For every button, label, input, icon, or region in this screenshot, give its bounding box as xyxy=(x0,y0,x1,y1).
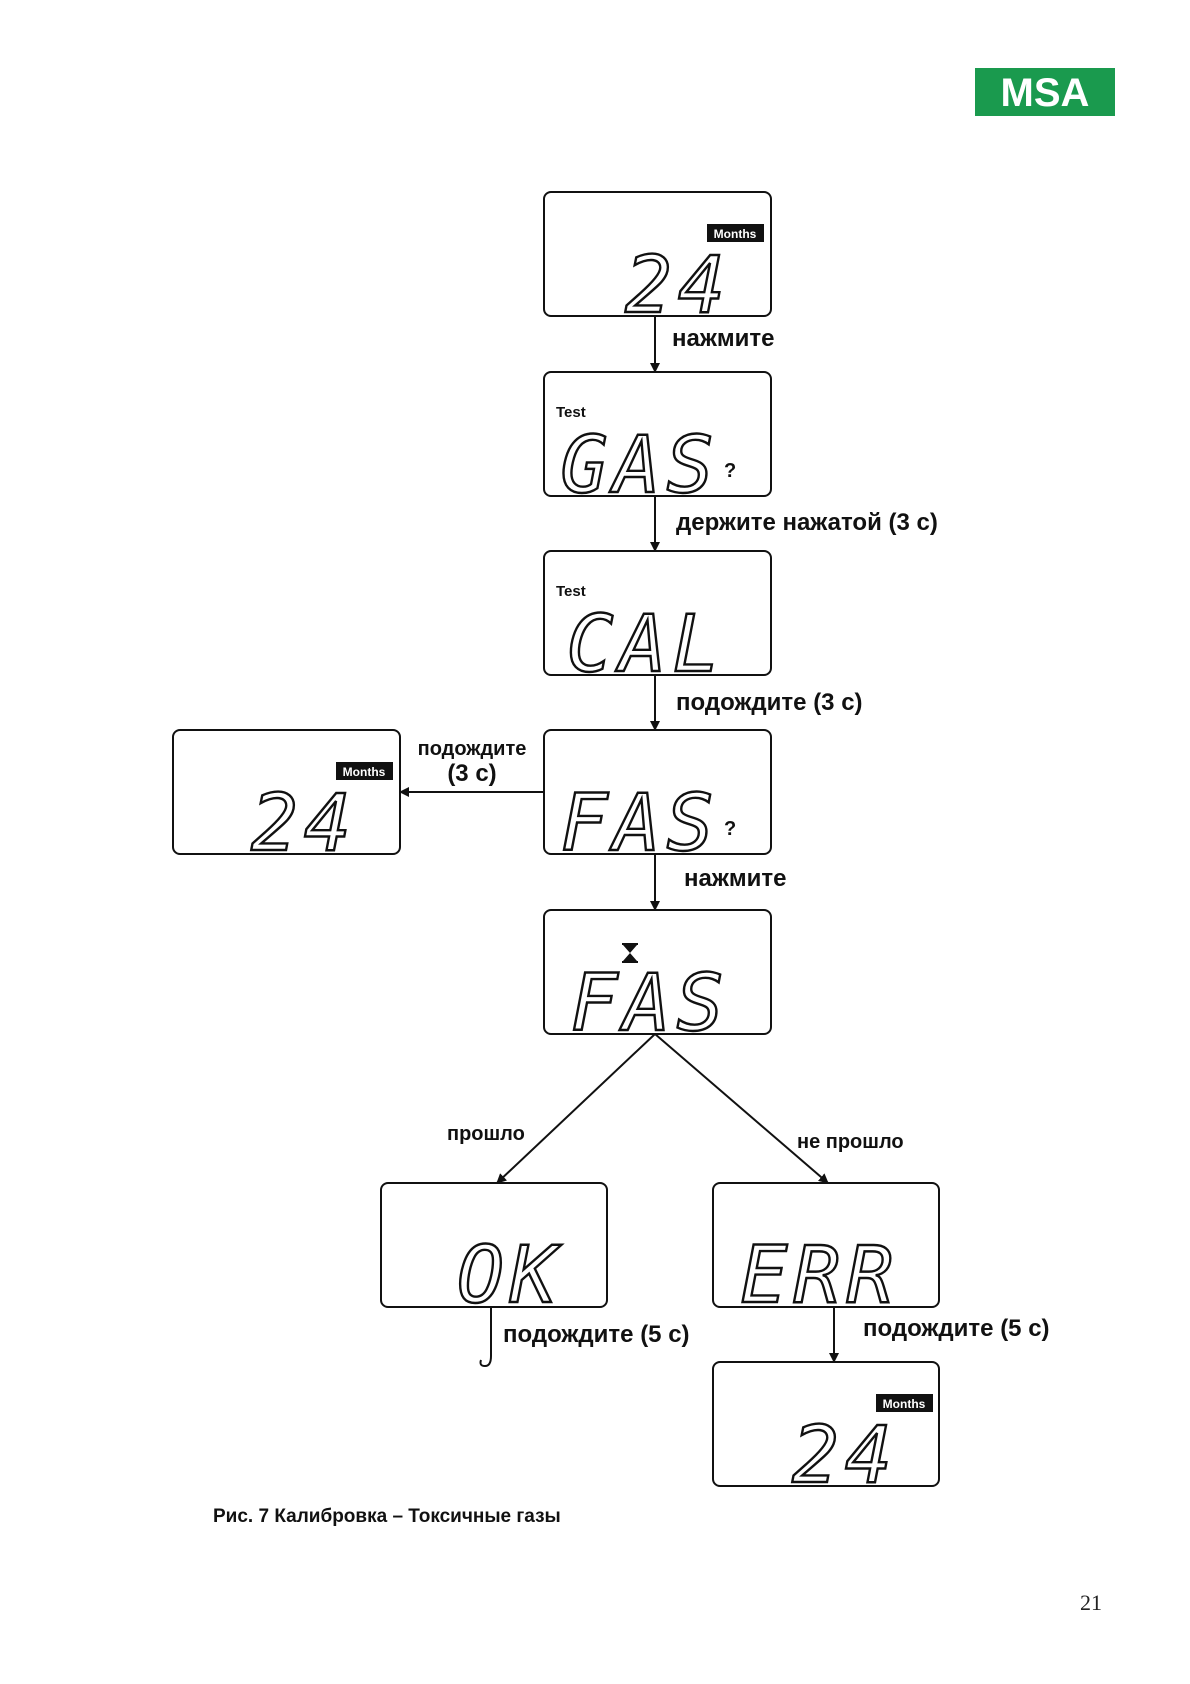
months-badge xyxy=(707,224,764,242)
label-fail: не прошло xyxy=(797,1131,904,1153)
page-number: 21 xyxy=(1080,1590,1102,1615)
display-ok: OK xyxy=(380,1182,608,1322)
figure-caption: Рис. 7 Калибровка – Токсичные газы xyxy=(213,1506,561,1527)
label-wait: подождите (3 с) xyxy=(676,689,863,716)
months-badge xyxy=(876,1394,933,1412)
msa-logo: MSA xyxy=(975,68,1115,116)
display-test-gas: Test GAS ? xyxy=(543,371,772,512)
label-press: нажмите xyxy=(672,325,774,352)
logo-text: MSA xyxy=(1001,71,1090,115)
arrow-fail xyxy=(654,1033,829,1184)
question-mark: ? xyxy=(724,818,736,840)
display-fas-question: FAS ? xyxy=(543,729,772,870)
label-pass: прошло xyxy=(447,1123,525,1145)
label-press-2: нажмите xyxy=(684,865,786,892)
display-months-24-side: Months 24 xyxy=(172,729,401,870)
months-badge-text: Months xyxy=(343,765,386,779)
label-side-wait-duration: (3 с) xyxy=(447,760,496,787)
arrow-pass xyxy=(496,1033,656,1184)
connector-ok-continue xyxy=(479,1307,492,1368)
display-value: 24 xyxy=(792,1411,898,1501)
display-months-24-start: Months 24 xyxy=(543,191,772,332)
label-side-wait: подождите xyxy=(418,738,527,760)
display-value: 24 xyxy=(625,241,731,331)
label-hold: держите нажатой (3 с) xyxy=(676,509,938,536)
months-badge-text: Months xyxy=(714,227,757,241)
display-value: ERR xyxy=(741,1231,900,1321)
months-badge xyxy=(336,762,393,780)
test-badge: Test xyxy=(556,404,586,421)
months-badge-text: Months xyxy=(883,1397,926,1411)
display-value: OK xyxy=(457,1231,563,1321)
hourglass-icon xyxy=(622,943,638,963)
display-test-cal: Test CAL xyxy=(543,550,772,691)
display-err: ERR xyxy=(712,1182,940,1322)
display-value: FAS xyxy=(571,959,730,1049)
question-mark: ? xyxy=(724,460,736,482)
display-value: FAS xyxy=(561,779,720,869)
display-value: GAS xyxy=(561,421,720,511)
test-badge: Test xyxy=(556,583,586,600)
display-value: 24 xyxy=(251,779,357,869)
label-wait-err: подождите (5 с) xyxy=(863,1315,1050,1342)
label-wait-ok: подождите (5 с) xyxy=(503,1321,690,1348)
display-value: CAL xyxy=(567,600,726,690)
display-months-24-end: Months 24 xyxy=(712,1361,940,1502)
display-fas-running: FAS xyxy=(543,909,772,1050)
